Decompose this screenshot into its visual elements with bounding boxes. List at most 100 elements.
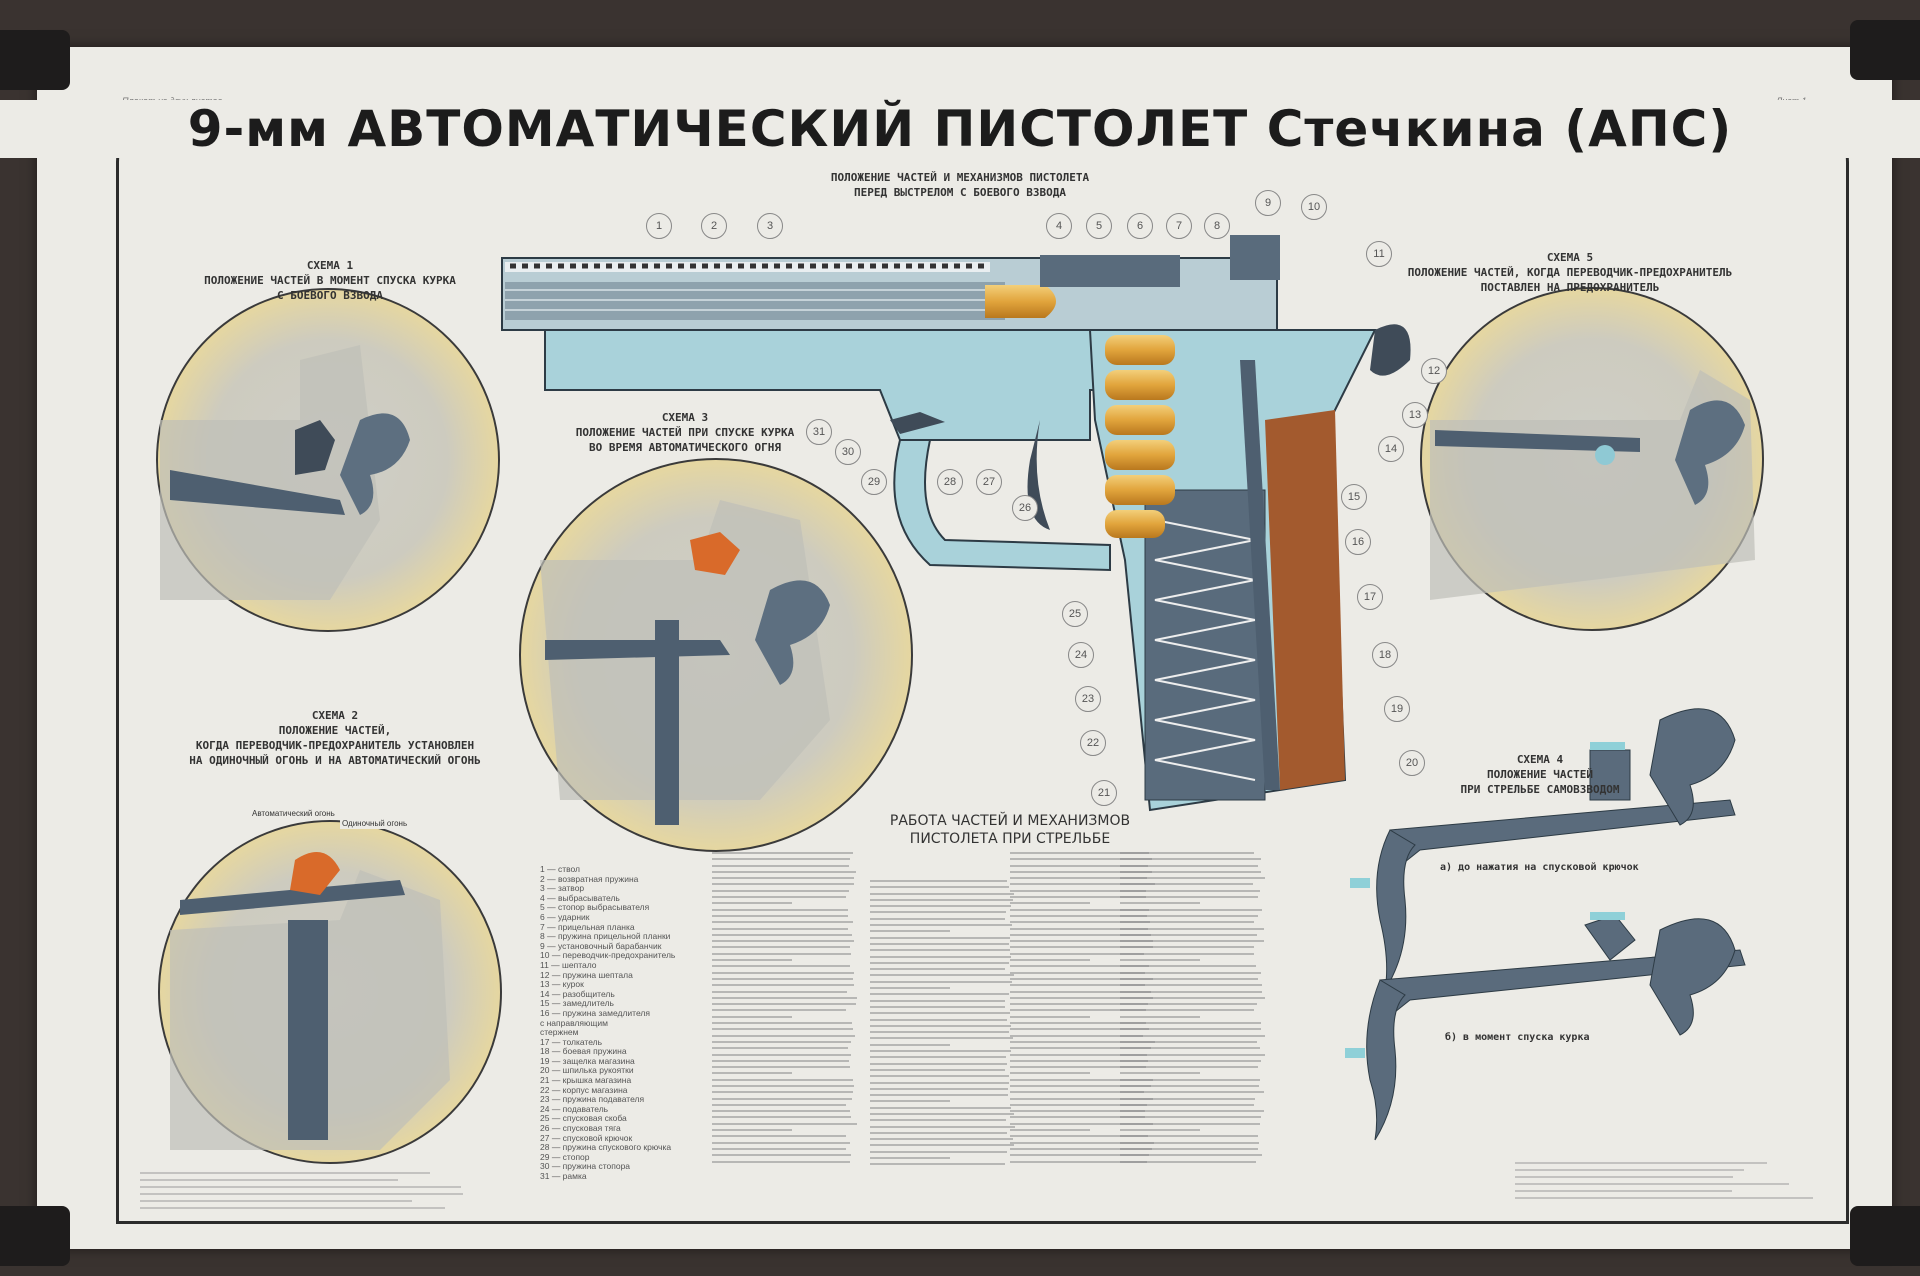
legend-item: 24 — подаватель: [540, 1105, 710, 1115]
footer-imprint-right: [1515, 1162, 1815, 1202]
callout-13: 13: [1402, 402, 1428, 428]
legend-item: 10 — переводчик-предохранитель: [540, 951, 710, 961]
description-text-column: [1120, 852, 1265, 1170]
scheme-caption: ВО ВРЕМЯ АВТОМАТИЧЕСКОГО ОГНЯ: [545, 440, 825, 455]
description-text-column: [870, 880, 1015, 1170]
legend-item: 16 — пружина замедлителя: [540, 1009, 710, 1019]
callout-20: 20: [1399, 750, 1425, 776]
callout-8: 8: [1204, 213, 1230, 239]
callout-11: 11: [1366, 241, 1392, 267]
legend-item: 6 — ударник: [540, 913, 710, 923]
legend-item: 17 — толкатель: [540, 1038, 710, 1048]
footer-imprint-left: [140, 1172, 470, 1212]
legend-item: 27 — спусковой крючок: [540, 1134, 710, 1144]
parts-legend: 1 — ствол2 — возвратная пружина3 — затво…: [540, 865, 710, 1182]
scheme-caption: ПОСТАВЛЕН НА ПРЕДОХРАНИТЕЛЬ: [1400, 280, 1740, 295]
callout-30: 30: [835, 439, 861, 465]
legend-item: 31 — рамка: [540, 1172, 710, 1182]
callout-27: 27: [976, 469, 1002, 495]
scheme-caption: С БОЕВОГО ВЗВОДА: [170, 288, 490, 303]
legend-item: 14 — разобщитель: [540, 990, 710, 1000]
callout-23: 23: [1075, 686, 1101, 712]
scheme-caption: ПОЛОЖЕНИЕ ЧАСТЕЙ,: [160, 723, 510, 738]
scheme-4b-label: б) в момент спуска курка: [1445, 1032, 1590, 1043]
callout-16: 16: [1345, 529, 1371, 555]
callout-3: 3: [757, 213, 783, 239]
callout-15: 15: [1341, 484, 1367, 510]
scheme-1-label: СХЕМА 1 ПОЛОЖЕНИЕ ЧАСТЕЙ В МОМЕНТ СПУСКА…: [170, 258, 490, 303]
legend-item: 9 — установочный барабанчик: [540, 942, 710, 952]
scheme-3-label: СХЕМА 3 ПОЛОЖЕНИЕ ЧАСТЕЙ ПРИ СПУСКЕ КУРК…: [545, 410, 825, 455]
scheme-4a-label: а) до нажатия на спусковой крючок: [1440, 862, 1639, 873]
scheme-caption: НА ОДИНОЧНЫЙ ОГОНЬ И НА АВТОМАТИЧЕСКИЙ О…: [160, 753, 510, 768]
legend-item: 21 — крышка магазина: [540, 1076, 710, 1086]
callout-26: 26: [1012, 495, 1038, 521]
callout-4: 4: [1046, 213, 1072, 239]
scheme-5-circle: [1421, 288, 1763, 630]
callout-28: 28: [937, 469, 963, 495]
legend-item: 2 — возвратная пружина: [540, 875, 710, 885]
callout-29: 29: [861, 469, 887, 495]
legend-item: 25 — спусковая скоба: [540, 1114, 710, 1124]
scheme-caption: КОГДА ПЕРЕВОДЧИК-ПРЕДОХРАНИТЕЛЬ УСТАНОВЛ…: [160, 738, 510, 753]
legend-item: 7 — прицельная планка: [540, 923, 710, 933]
callout-14: 14: [1378, 436, 1404, 462]
legend-item: 11 — шептало: [540, 961, 710, 971]
legend-item: 3 — затвор: [540, 884, 710, 894]
callout-19: 19: [1384, 696, 1410, 722]
legend-item: 23 — пружина подавателя: [540, 1095, 710, 1105]
legend-item: 18 — боевая пружина: [540, 1047, 710, 1057]
scheme-2-circle: [159, 821, 501, 1163]
callout-21: 21: [1091, 780, 1117, 806]
scheme-title: СХЕМА 2: [160, 708, 510, 723]
callout-25: 25: [1062, 601, 1088, 627]
callout-2: 2: [701, 213, 727, 239]
legend-item: 22 — корпус магазина: [540, 1086, 710, 1096]
callout-7: 7: [1166, 213, 1192, 239]
scheme-title: СХЕМА 1: [170, 258, 490, 273]
callout-22: 22: [1080, 730, 1106, 756]
single-fire-annotation: Одиночный огонь: [340, 818, 409, 829]
scheme-title: СХЕМА 5: [1400, 250, 1740, 265]
legend-item: 28 — пружина спускового крючка: [540, 1143, 710, 1153]
scheme-caption: ПОЛОЖЕНИЕ ЧАСТЕЙ, КОГДА ПЕРЕВОДЧИК-ПРЕДО…: [1400, 265, 1740, 280]
callout-17: 17: [1357, 584, 1383, 610]
scheme-3-circle: [520, 459, 912, 851]
scheme-title: СХЕМА 4: [1440, 752, 1640, 767]
legend-item: 4 — выбрасыватель: [540, 894, 710, 904]
callout-9: 9: [1255, 190, 1281, 216]
main-subtitle: ПОЛОЖЕНИЕ ЧАСТЕЙ И МЕХАНИЗМОВ ПИСТОЛЕТА …: [700, 170, 1220, 200]
callout-1: 1: [646, 213, 672, 239]
operation-caption-line: РАБОТА ЧАСТЕЙ И МЕХАНИЗМОВ: [880, 812, 1140, 830]
legend-item: 20 — шпилька рукоятки: [540, 1066, 710, 1076]
legend-item: 19 — защелка магазина: [540, 1057, 710, 1067]
legend-item: 1 — ствол: [540, 865, 710, 875]
callout-6: 6: [1127, 213, 1153, 239]
description-text-column: [712, 852, 857, 1170]
legend-item: 12 — пружина шептала: [540, 971, 710, 981]
legend-item: 5 — стопор выбрасывателя: [540, 903, 710, 913]
main-subtitle-line: ПОЛОЖЕНИЕ ЧАСТЕЙ И МЕХАНИЗМОВ ПИСТОЛЕТА: [700, 170, 1220, 185]
legend-item: с направляющим: [540, 1019, 710, 1029]
callout-24: 24: [1068, 642, 1094, 668]
legend-item: 29 — стопор: [540, 1153, 710, 1163]
legend-item: 30 — пружина стопора: [540, 1162, 710, 1172]
legend-item: 13 — курок: [540, 980, 710, 990]
scheme-caption: ПОЛОЖЕНИЕ ЧАСТЕЙ ПРИ СПУСКЕ КУРКА: [545, 425, 825, 440]
scheme-caption: ПРИ СТРЕЛЬБЕ САМОВЗВОДОМ: [1440, 782, 1640, 797]
legend-item: 8 — пружина прицельной планки: [540, 932, 710, 942]
scheme-caption: ПОЛОЖЕНИЕ ЧАСТЕЙ: [1440, 767, 1640, 782]
callout-18: 18: [1372, 642, 1398, 668]
scheme-5-label: СХЕМА 5 ПОЛОЖЕНИЕ ЧАСТЕЙ, КОГДА ПЕРЕВОДЧ…: [1400, 250, 1740, 295]
main-subtitle-line: ПЕРЕД ВЫСТРЕЛОМ С БОЕВОГО ВЗВОДА: [700, 185, 1220, 200]
legend-item: 15 — замедлитель: [540, 999, 710, 1009]
callout-10: 10: [1301, 194, 1327, 220]
callout-5: 5: [1086, 213, 1112, 239]
callout-31: 31: [806, 419, 832, 445]
scheme-4-label: СХЕМА 4 ПОЛОЖЕНИЕ ЧАСТЕЙ ПРИ СТРЕЛЬБЕ СА…: [1440, 752, 1640, 797]
legend-item: 26 — спусковая тяга: [540, 1124, 710, 1134]
operation-caption: РАБОТА ЧАСТЕЙ И МЕХАНИЗМОВ ПИСТОЛЕТА ПРИ…: [880, 812, 1140, 848]
scheme-title: СХЕМА 3: [545, 410, 825, 425]
scheme-2-label: СХЕМА 2 ПОЛОЖЕНИЕ ЧАСТЕЙ, КОГДА ПЕРЕВОДЧ…: [160, 708, 510, 768]
legend-item: стержнем: [540, 1028, 710, 1038]
